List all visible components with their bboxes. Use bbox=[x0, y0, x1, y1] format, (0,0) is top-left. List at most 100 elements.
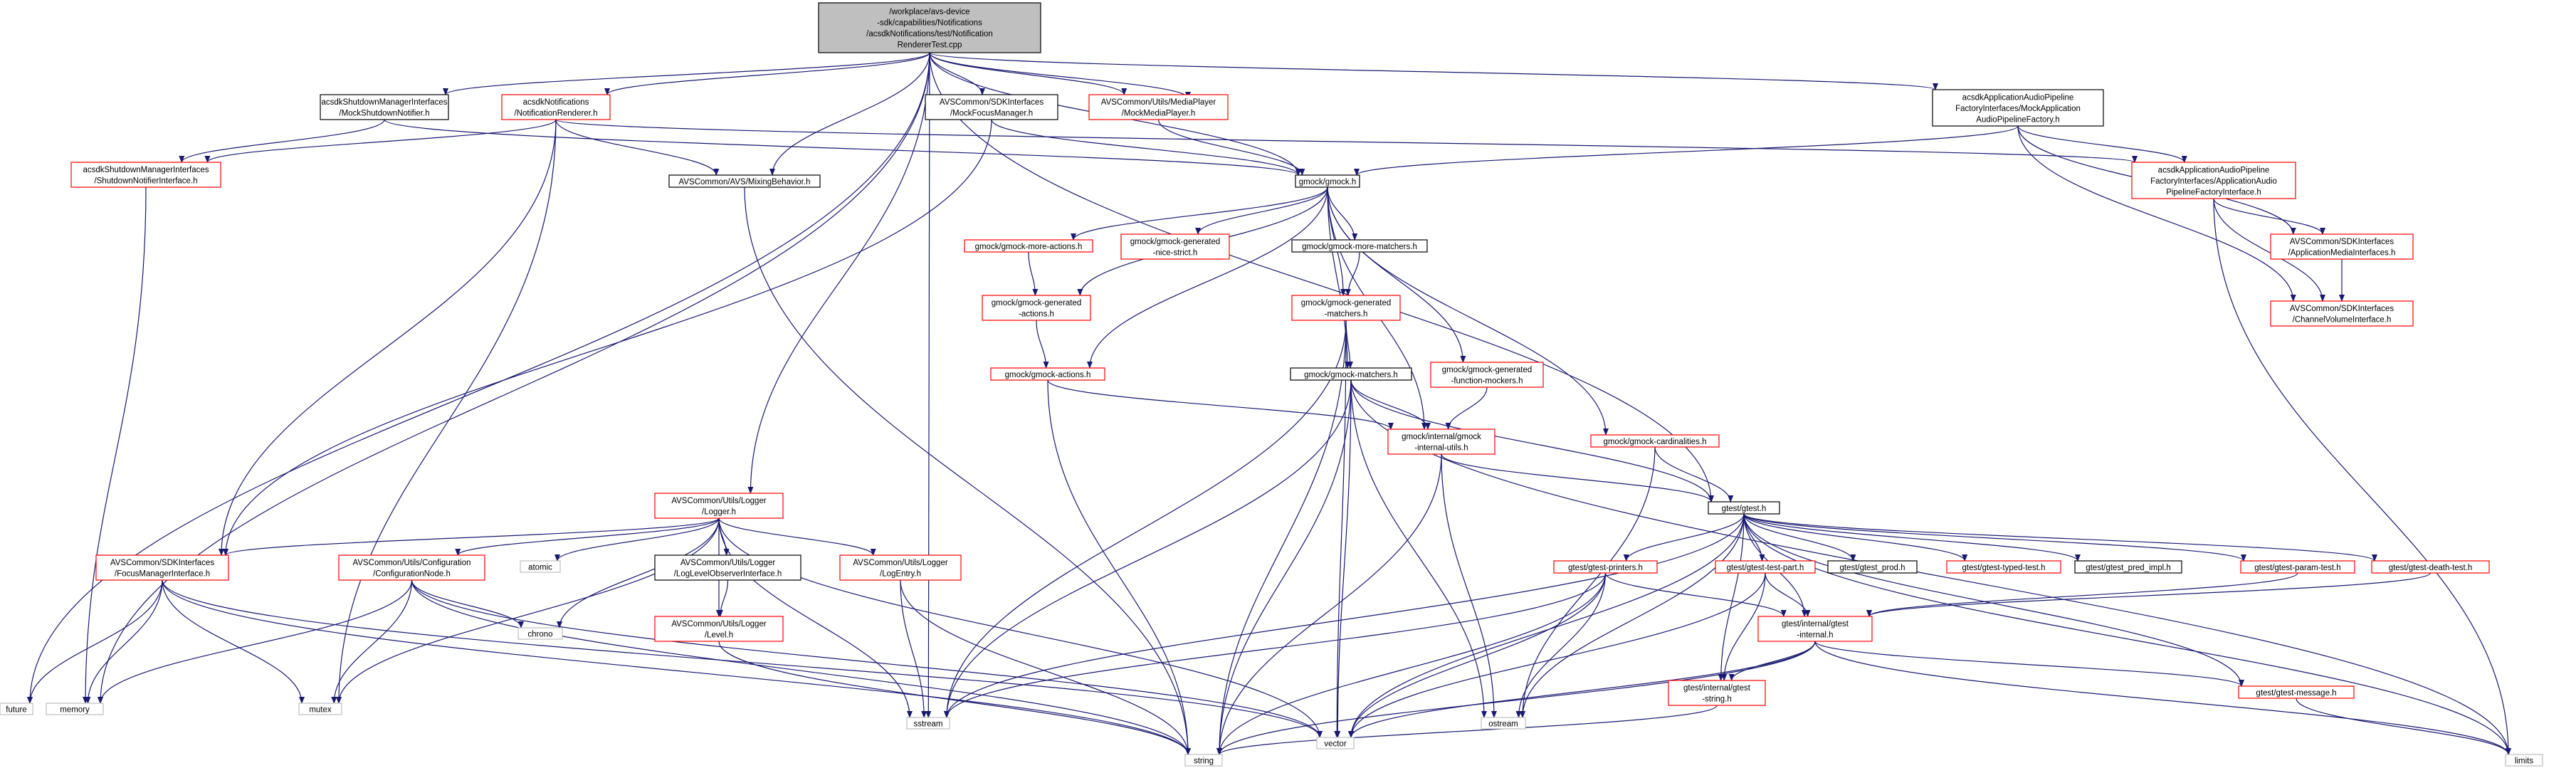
edge-mixingBehavior-to-string bbox=[744, 186, 1191, 755]
node-label-line: acsdkApplicationAudioPipeline bbox=[1962, 93, 2074, 102]
node-label-line: chrono bbox=[527, 630, 552, 638]
node-label-line: gmock/gmock-actions.h bbox=[1005, 371, 1091, 379]
edge-mockShutdownNotifier-to-gmock bbox=[384, 119, 1301, 176]
node-box bbox=[320, 94, 449, 120]
node-memory: memory bbox=[46, 703, 104, 715]
node-gmockGenMatchers[interactable]: gmock/gmock-generated -matchers.h bbox=[1291, 295, 1401, 321]
node-label-line: -matchers.h bbox=[1325, 310, 1368, 319]
edge-gtestTestPart-to-vector bbox=[1348, 572, 1766, 738]
node-gmockMoreMatchers[interactable]: gmock/gmock-more-matchers.h bbox=[1291, 239, 1428, 253]
edge-focusManagerInterface-to-future bbox=[27, 579, 163, 704]
node-gtestDeathTest[interactable]: gtest/gtest-death-test.h bbox=[2371, 560, 2490, 574]
node-focusManagerInterface[interactable]: AVSCommon/SDKInterfaces/FocusManagerInte… bbox=[95, 554, 229, 581]
node-atomic: atomic bbox=[520, 560, 561, 573]
node-gmock[interactable]: gmock/gmock.h bbox=[1295, 174, 1360, 188]
node-mockFocusManager[interactable]: AVSCommon/SDKInterfaces/MockFocusManager… bbox=[925, 94, 1058, 120]
node-gmockMoreActions[interactable]: gmock/gmock-more-actions.h bbox=[964, 239, 1093, 253]
edge-logEntry-to-sstream bbox=[900, 579, 927, 718]
node-gtestPrinters[interactable]: gtest/gtest-printers.h bbox=[1553, 560, 1658, 574]
node-label-line: string bbox=[1194, 757, 1214, 765]
node-logEntry[interactable]: AVSCommon/Utils/Logger/LogEntry.h bbox=[839, 554, 962, 581]
node-gmockGenFunctionMockers[interactable]: gmock/gmock-generated-function-mockers.h bbox=[1430, 362, 1544, 388]
node-gmockInternalUtils[interactable]: gmock/internal/gmock-internal-utils.h bbox=[1387, 428, 1495, 455]
node-box bbox=[668, 174, 821, 188]
edge-gmockActions-to-gmockInternalUtils bbox=[1047, 379, 1394, 430]
node-mockShutdownNotifier[interactable]: acsdkShutdownManagerInterfaces/MockShutd… bbox=[320, 94, 449, 120]
edge-mockMediaPlayer-to-gmock bbox=[1157, 119, 1305, 176]
edge-gtestPrinters-to-string bbox=[1216, 572, 1607, 755]
node-gtestTestPart[interactable]: gtest/gtest-test-part.h bbox=[1715, 560, 1816, 574]
node-label-line: gmock/gmock-generated bbox=[1301, 299, 1392, 307]
node-root[interactable]: /workplace/avs-device-sdk/capabilities/N… bbox=[818, 2, 1041, 53]
node-appMediaInterfaces[interactable]: AVSCommon/SDKInterfaces/ApplicationMedia… bbox=[2270, 233, 2414, 260]
node-label-line: acsdkShutdownManagerInterfaces bbox=[321, 98, 447, 107]
node-gtestTypedTest[interactable]: gtest/gtest-typed-test.h bbox=[1946, 560, 2061, 574]
node-shutdownNotifierInterface[interactable]: acsdkShutdownManagerInterfaces/ShutdownN… bbox=[70, 162, 221, 188]
node-label-line: /FocusManagerInterface.h bbox=[115, 570, 210, 579]
node-configurationNode[interactable]: AVSCommon/Utils/Configuration/Configurat… bbox=[338, 554, 485, 581]
node-label-line: limits bbox=[2515, 757, 2533, 765]
node-label-line: /MockMediaPlayer.h bbox=[1122, 110, 1196, 118]
edge-gmockMatchers-to-string bbox=[1216, 379, 1352, 755]
node-label-line: AVSCommon/Utils/Logger bbox=[671, 620, 767, 628]
node-chrono: chrono bbox=[517, 627, 563, 640]
node-label-line: memory bbox=[60, 705, 90, 714]
node-notificationRenderer[interactable]: acsdkNotifications/NotificationRenderer.… bbox=[501, 94, 611, 120]
edge-gmockCardinalities-to-gtest bbox=[1654, 446, 1734, 503]
edge-logger-to-focusManagerInterface bbox=[223, 517, 720, 556]
node-logLevelObserver[interactable]: AVSCommon/Utils/Logger/LogLevelObserverI… bbox=[654, 554, 801, 581]
node-gtestMessage[interactable]: gtest/gtest-message.h bbox=[2238, 685, 2355, 699]
node-gtestInternalString[interactable]: gtest/internal/gtest-string.h bbox=[1668, 680, 1766, 706]
edge-appAudioPipelineInterface-to-appMediaInterfaces bbox=[2213, 198, 2325, 235]
node-label-line: gmock/gmock-more-actions.h bbox=[975, 243, 1083, 251]
edge-mockAppAudioPipeline-to-channelVolumeInterface bbox=[2017, 125, 2296, 302]
edge-root-to-notificationRenderer bbox=[604, 52, 930, 95]
edge-focusManagerInterface-to-mutex bbox=[162, 579, 305, 704]
node-mixingBehavior[interactable]: AVSCommon/AVS/MixingBehavior.h bbox=[668, 174, 821, 188]
edge-root-to-mockShutdownNotifier bbox=[443, 52, 930, 95]
node-label-line: /acsdkNotifications/test/Notification bbox=[866, 30, 993, 38]
node-gtestProd[interactable]: gtest/gtest_prod.h bbox=[1827, 560, 1918, 574]
node-gmockCardinalities[interactable]: gmock/gmock-cardinalities.h bbox=[1590, 434, 1720, 448]
node-channelVolumeInterface[interactable]: AVSCommon/SDKInterfaces/ChannelVolumeInt… bbox=[2270, 300, 2414, 327]
node-appAudioPipelineInterface[interactable]: acsdkApplicationAudioPipelineFactoryInte… bbox=[2131, 162, 2296, 199]
node-label-line: AVSCommon/Utils/Logger bbox=[671, 497, 767, 505]
node-sstream: sstream bbox=[906, 717, 950, 730]
edge-root-to-mockMediaPlayer bbox=[929, 52, 1127, 95]
node-label-line: gtest/gtest-param-test.h bbox=[2254, 564, 2340, 572]
node-box bbox=[0, 703, 33, 715]
node-gmockGenNiceStrict[interactable]: gmock/gmock-generated-nice-strict.h bbox=[1120, 233, 1230, 260]
edge-gmockCardinalities-to-ostream bbox=[1520, 446, 1656, 718]
node-gtest[interactable]: gtest/gtest.h bbox=[1708, 501, 1780, 515]
edge-gmock-to-gmockCardinalities bbox=[1327, 186, 1609, 436]
node-gmockActions[interactable]: gmock/gmock-actions.h bbox=[990, 367, 1105, 381]
edge-gmock-to-gmockMatchers bbox=[1327, 186, 1351, 369]
edge-focusManagerInterface-to-string bbox=[162, 579, 1191, 755]
node-box bbox=[1715, 560, 1816, 574]
edge-root-to-mockAppAudioPipeline bbox=[929, 52, 1938, 90]
node-box bbox=[964, 239, 1093, 253]
node-label-line: gtest/gtest-test-part.h bbox=[1727, 564, 1804, 572]
node-mockMediaPlayer[interactable]: AVSCommon/Utils/MediaPlayer/MockMediaPla… bbox=[1088, 94, 1229, 120]
node-mockAppAudioPipeline[interactable]: acsdkApplicationAudioPipelineFactoryInte… bbox=[1932, 89, 2104, 127]
node-box bbox=[1120, 233, 1230, 260]
node-label-line: mutex bbox=[309, 705, 332, 714]
edge-gmockMatchers-to-gmockInternalUtils bbox=[1350, 379, 1431, 430]
node-gtestInternal[interactable]: gtest/internal/gtest-internal.h bbox=[1757, 616, 1873, 642]
node-gtestPredImpl[interactable]: gtest/gtest_pred_impl.h bbox=[2074, 560, 2182, 574]
node-box bbox=[654, 493, 784, 519]
edge-gmockGenFunctionMockers-to-gmockInternalUtils bbox=[1445, 386, 1488, 430]
node-label-line: gmock/gmock-more-matchers.h bbox=[1302, 243, 1417, 251]
edge-gtestInternal-to-gtestMessage bbox=[1814, 641, 2244, 687]
node-gmockGenActions[interactable]: gmock/gmock-generated-actions.h bbox=[982, 295, 1091, 321]
node-label-line: gtest/gtest_pred_impl.h bbox=[2086, 564, 2171, 572]
node-label-line: AVSCommon/SDKInterfaces bbox=[2290, 238, 2394, 246]
node-gmockMatchers[interactable]: gmock/gmock-matchers.h bbox=[1290, 367, 1412, 381]
node-string: string bbox=[1184, 754, 1223, 767]
node-logger[interactable]: AVSCommon/Utils/Logger/Logger.h bbox=[654, 493, 784, 519]
node-label-line: -internal.h bbox=[1797, 631, 1833, 640]
node-box bbox=[1387, 428, 1495, 455]
node-level[interactable]: AVSCommon/Utils/Logger/Level.h bbox=[654, 616, 784, 642]
node-box bbox=[1295, 174, 1360, 188]
node-gtestParamTest[interactable]: gtest/gtest-param-test.h bbox=[2240, 560, 2355, 574]
